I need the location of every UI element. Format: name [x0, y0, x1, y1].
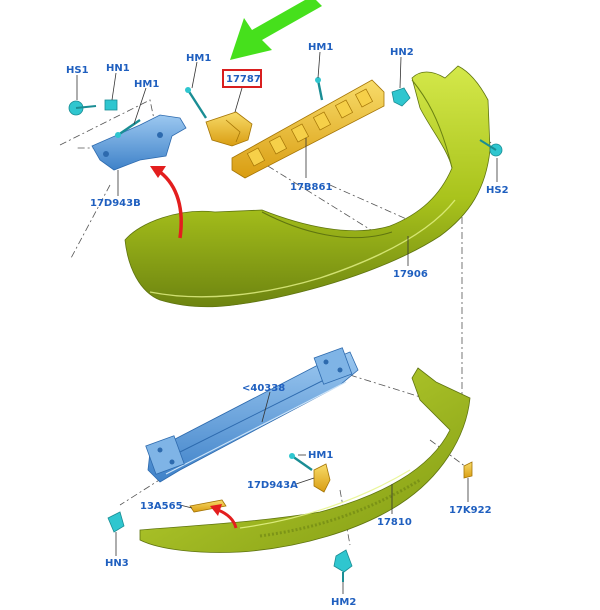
label-hs1: HS1: [66, 65, 89, 76]
highlight-box: [222, 69, 262, 88]
lower-valance: [139, 367, 471, 553]
fasteners-upper: [68, 77, 503, 157]
part-labels: HS1 HN1 HM1 HM1 17787 HM1 HN2 17D943B 17…: [66, 42, 509, 608]
red-curved-arrow-icon: [150, 166, 183, 239]
bracket-17d943b: [91, 114, 187, 171]
label-hn1: HN1: [106, 63, 130, 74]
label-hm1-left: HM1: [134, 79, 159, 90]
label-17906: 17906: [393, 269, 428, 280]
label-13a565: 13A565: [140, 501, 183, 512]
bracket-17787: [205, 111, 253, 147]
label-17d943a: 17D943A: [247, 480, 298, 491]
label-17810: 17810: [377, 517, 412, 528]
label-hs2: HS2: [486, 185, 509, 196]
label-hm1-lower: HM1: [308, 450, 333, 461]
leader-lines: [76, 51, 498, 594]
assembly-lines: [59, 99, 501, 546]
rear-bumper-cover: [124, 65, 491, 308]
reinforcement-beam: [145, 347, 359, 483]
label-hm1-top: HM1: [186, 53, 211, 64]
label-hn3: HN3: [105, 558, 129, 569]
label-hn2: HN2: [390, 47, 414, 58]
label-17d943b: 17D943B: [90, 198, 141, 209]
red-curved-arrow-icon: [210, 504, 238, 529]
energy-absorber: [231, 79, 385, 179]
label-hm1-right: HM1: [308, 42, 333, 53]
label-17k922: 17K922: [449, 505, 492, 516]
green-arrow-icon: [230, 0, 322, 60]
lower-small-parts: [107, 453, 473, 582]
label-40338: <40338: [242, 383, 285, 394]
label-17b861: 17B861: [290, 182, 332, 193]
label-17787: 17787: [226, 74, 261, 85]
label-hm2: HM2: [331, 597, 356, 608]
